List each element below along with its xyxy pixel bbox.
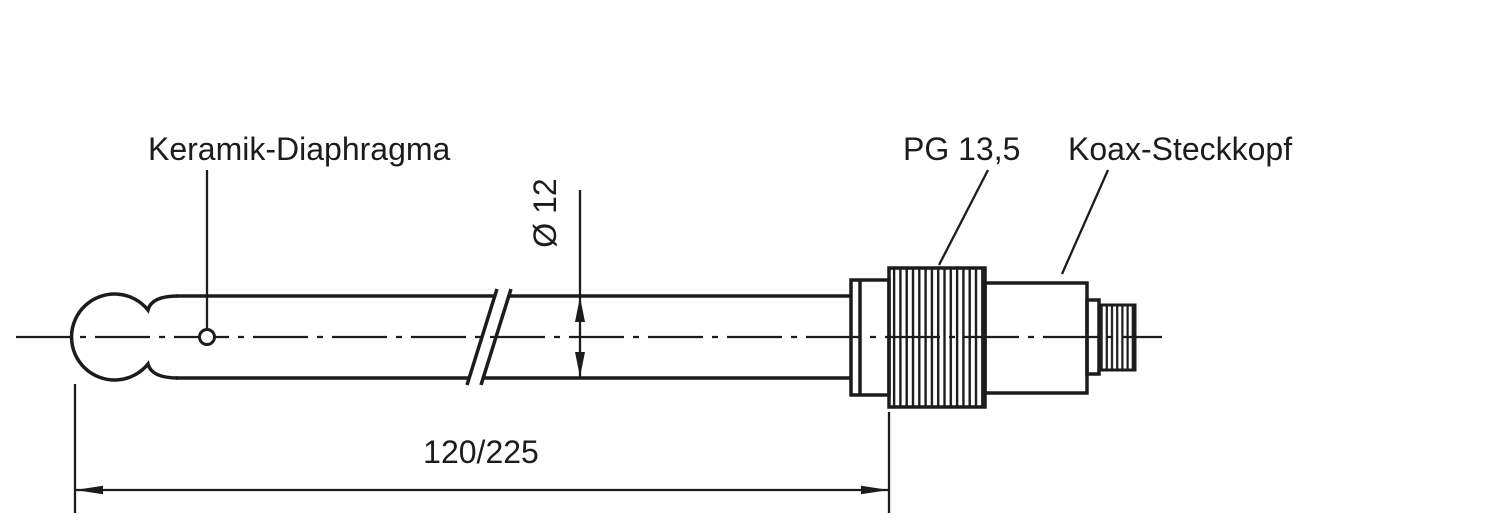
break-line-right xyxy=(479,288,513,386)
dimension-diameter xyxy=(575,190,585,377)
dimension-length-label: 120/225 xyxy=(423,434,539,470)
break-symbol xyxy=(465,288,513,386)
ceramic-diaphragm-dot xyxy=(198,328,216,346)
label-keramik-diaphragma: Keramik-Diaphragma xyxy=(148,131,451,167)
label-pg-thread: PG 13,5 xyxy=(903,131,1020,167)
label-koax-steckkopf: Koax-Steckkopf xyxy=(1068,131,1292,167)
leader-line-connector xyxy=(1060,169,1110,275)
diameter-arrow-down xyxy=(575,352,585,377)
dimension-length xyxy=(73,384,891,513)
length-arrow-right xyxy=(861,485,889,495)
connector-thread-tip xyxy=(1097,303,1137,372)
break-line-left xyxy=(465,288,499,386)
dimension-diameter-label: Ø 12 xyxy=(527,178,563,247)
diameter-arrow-up xyxy=(575,297,585,322)
leader-line-pg-thread xyxy=(937,169,990,266)
electrode-shaft-outline xyxy=(176,294,852,380)
pg-thread-section xyxy=(887,266,987,409)
length-arrow-left xyxy=(75,485,103,495)
glass-bulb xyxy=(69,292,179,382)
